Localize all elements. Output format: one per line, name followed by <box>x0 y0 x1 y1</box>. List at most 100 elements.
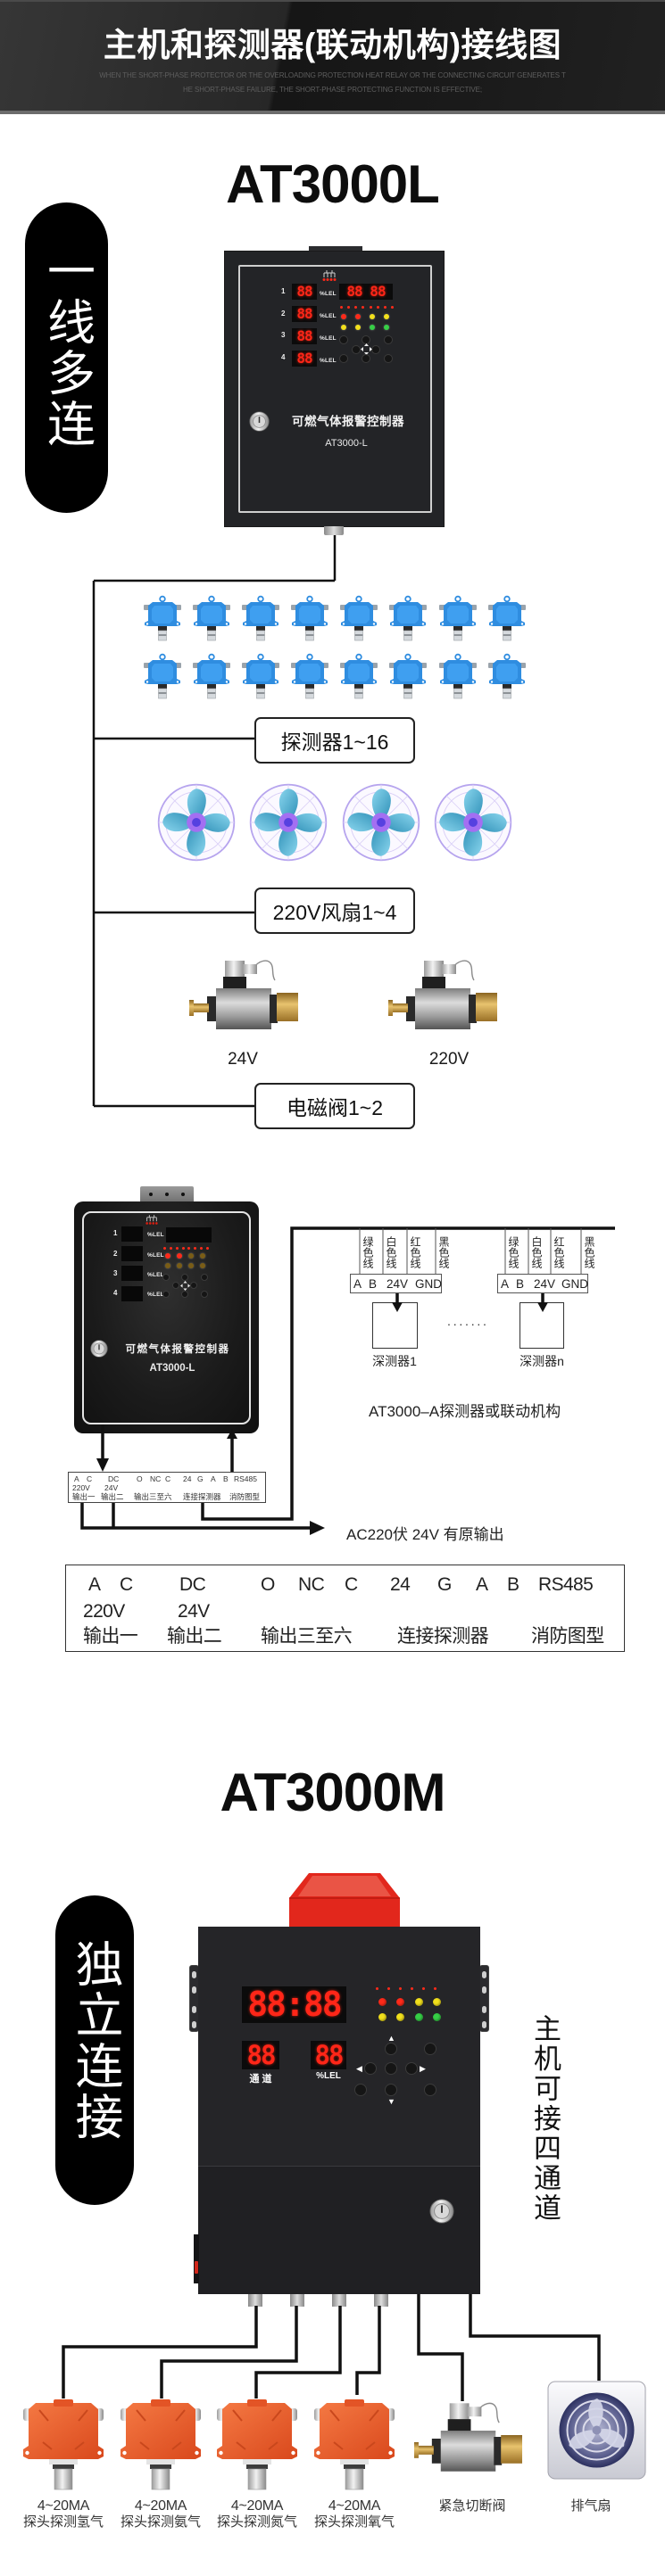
status-led <box>194 1246 197 1250</box>
controller-name: 可燃气体报警控制器 <box>125 1342 230 1355</box>
status-led <box>341 313 346 319</box>
panel-button <box>339 335 348 344</box>
gas-detector-icon <box>340 595 378 641</box>
mode-pill-label: 独立连接 <box>68 1938 121 2143</box>
channel-number: 3 <box>113 1269 118 1277</box>
mode-pill-standalone: 独立连接 <box>55 1895 134 2205</box>
gas-detector-icon <box>389 595 427 641</box>
unit-label: %LEL <box>147 1232 164 1238</box>
panel-button-confirm <box>385 2062 397 2075</box>
channel-number: 1 <box>281 287 286 295</box>
cable-gland <box>290 2294 304 2307</box>
terminal-label: 24V <box>534 1277 556 1291</box>
panel-button-down <box>181 1291 188 1298</box>
panel-button-left <box>172 1282 179 1289</box>
fan-icon <box>248 782 328 863</box>
wire-color-label: 白色线 <box>530 1236 543 1268</box>
panel-button-right <box>371 345 380 354</box>
terminal-label: 24V <box>387 1277 409 1291</box>
valve-voltage-label: 24V <box>228 1050 258 1069</box>
terminal-strip-labels: A C DC O NC C 24 G A B RS485 220V 24V 输出… <box>68 1472 266 1503</box>
status-led <box>432 2012 441 2021</box>
panel-button <box>339 354 348 363</box>
probe-signal: 4~20MA <box>230 2498 284 2514</box>
terminal-label: GND <box>415 1277 442 1291</box>
panel-button-right <box>405 2062 418 2075</box>
key-lock-icon <box>90 1340 108 1358</box>
led-row-power <box>341 324 389 330</box>
wire-color-label: 红色线 <box>409 1236 421 1268</box>
channel-display-blank <box>121 1246 143 1261</box>
gas-detector-icon <box>439 653 477 699</box>
cable-gland <box>374 2294 388 2307</box>
main-display: 88 88 <box>339 284 393 300</box>
status-led <box>399 1986 402 1990</box>
network-indicator-icon <box>322 270 337 281</box>
valve-label: 紧急切断阀 <box>438 2498 506 2514</box>
status-led <box>390 305 394 309</box>
wire-color-label: 白色线 <box>385 1236 397 1268</box>
channel-number: 1 <box>113 1229 118 1237</box>
wire-shutoff-valve <box>417 2294 464 2401</box>
terminal-legend-table <box>65 1565 625 1652</box>
key-lock-icon <box>249 411 270 432</box>
status-led <box>177 1263 182 1268</box>
terminal-label: A <box>501 1277 510 1291</box>
legend-group: 输出一 <box>83 1626 138 1647</box>
channel-label: 通 道 <box>249 2074 272 2085</box>
arrowhead-down <box>96 1458 109 1472</box>
status-led <box>200 1253 205 1259</box>
terminal-label: B <box>516 1277 525 1291</box>
detector-terminal-block: A B 24V GND <box>350 1274 442 1293</box>
channel-display: 88 <box>292 328 317 344</box>
terminal-label: NC <box>150 1474 162 1483</box>
legend-terminal: A <box>88 1574 101 1595</box>
cable-gland <box>248 2294 262 2307</box>
detector-box <box>372 1302 418 1349</box>
status-led <box>165 1263 170 1268</box>
gas-detector-icon <box>488 595 526 641</box>
probe-detector-icon <box>314 2399 395 2490</box>
status-led <box>341 324 346 330</box>
probe-label: 探头探测氨气 <box>120 2514 201 2530</box>
terminal-label: A <box>74 1474 79 1483</box>
bus-caption: AT3000–A探测器或联动机构 <box>369 1403 561 1420</box>
controller-model: AT3000-L <box>325 438 368 449</box>
side-note: 主机可接四通道 <box>529 2014 561 2224</box>
status-led <box>187 1246 191 1250</box>
cable-gland <box>324 526 344 535</box>
channel-number: 2 <box>113 1250 118 1258</box>
status-led <box>200 1263 205 1268</box>
terminal-label: B <box>223 1474 229 1483</box>
legend-terminal: O <box>261 1574 275 1595</box>
panel-button <box>201 1291 208 1298</box>
status-led <box>362 305 365 309</box>
legend-terminal: B <box>507 1574 520 1595</box>
gas-detector-icon <box>144 653 181 699</box>
probe-detector-icon <box>121 2399 201 2490</box>
status-led <box>165 1253 170 1259</box>
gas-detector-icon <box>193 653 230 699</box>
panel-button-up <box>181 1274 188 1281</box>
arrow-right-icon: ▶ <box>420 2064 426 2073</box>
status-led <box>181 1246 185 1250</box>
status-led <box>378 1997 387 2006</box>
legend-terminal: RS485 <box>538 1574 594 1595</box>
cable-gland <box>332 2294 346 2307</box>
panel-button-down <box>362 354 370 363</box>
unit-label: %LEL <box>320 335 337 342</box>
mode-pill-multi-drop: 一线多连 <box>25 202 108 513</box>
wire-color-label: 绿色线 <box>507 1236 520 1268</box>
unit-label: %LEL <box>147 1292 164 1298</box>
terminal-label: DC <box>108 1474 120 1483</box>
at3000m-controller-lower <box>198 2166 480 2294</box>
probe-signal: 4~20MA <box>134 2498 187 2514</box>
probe-detector-icon <box>23 2399 104 2490</box>
ellipsis: ······· <box>446 1317 489 1331</box>
wire-output-one <box>80 1503 312 1530</box>
led-row-alarm <box>341 313 389 319</box>
channel-display-blank <box>121 1226 143 1242</box>
arrow-up-icon: ▲ <box>387 2034 395 2043</box>
status-led <box>163 1246 166 1250</box>
panel-button-left <box>352 345 361 354</box>
